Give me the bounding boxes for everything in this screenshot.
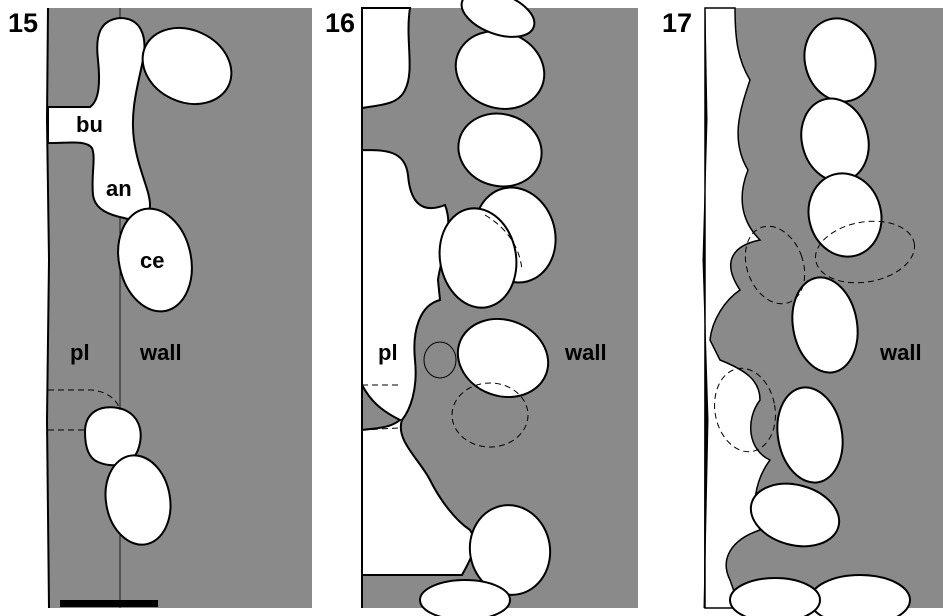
- label-wall: wall: [139, 340, 182, 365]
- label-bu: bu: [76, 112, 103, 137]
- panel-15: 15 bu an ce pl wall: [8, 8, 312, 608]
- cell-ellipse: [730, 578, 820, 616]
- panel-number: 15: [8, 8, 38, 38]
- cell-ellipse: [420, 580, 510, 616]
- label-ce: ce: [140, 248, 164, 273]
- panel-number: 17: [662, 8, 692, 38]
- label-pl: pl: [378, 340, 398, 365]
- scale-bar: [60, 600, 158, 607]
- panel-16: 16 pl wall: [325, 0, 638, 616]
- panel-number: 16: [325, 8, 355, 38]
- label-pl: pl: [70, 340, 90, 365]
- cell-ellipse: [810, 575, 910, 616]
- label-wall: wall: [564, 340, 607, 365]
- label-wall: wall: [879, 340, 922, 365]
- label-an: an: [106, 176, 132, 201]
- panel-17: 17 wall: [662, 8, 943, 616]
